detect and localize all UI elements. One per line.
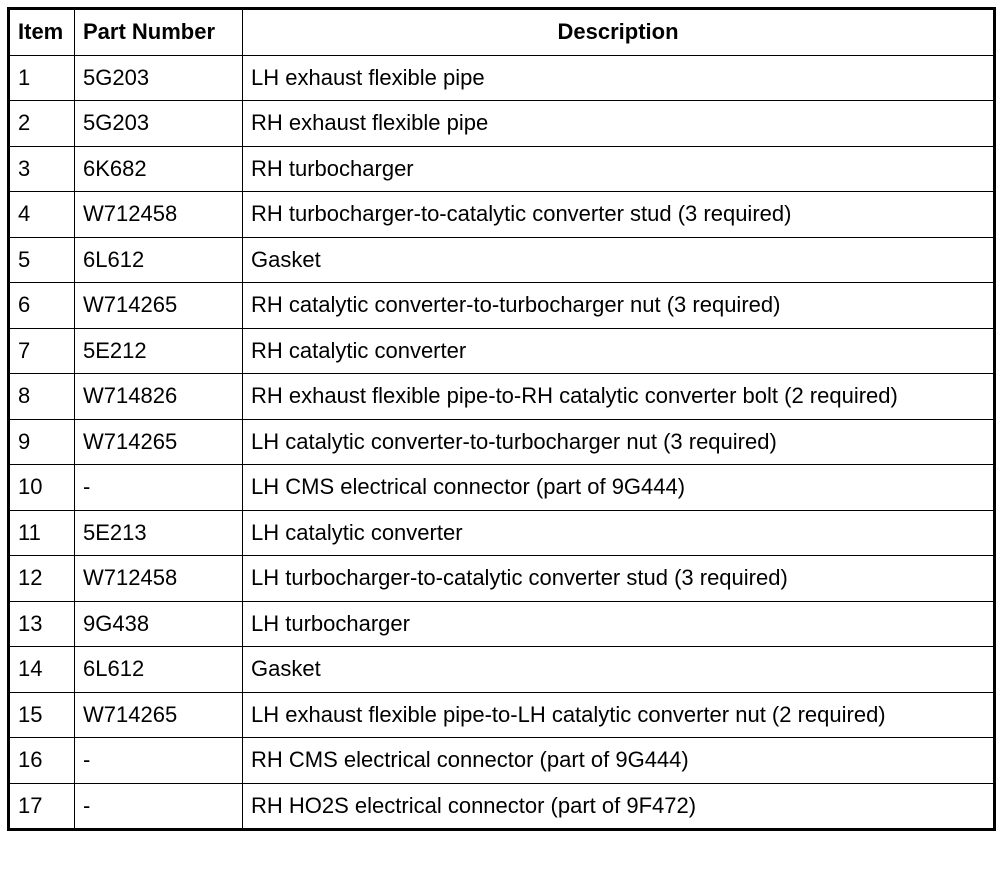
cell-part-number: - xyxy=(74,782,243,830)
cell-part-number: 5G203 xyxy=(74,54,243,101)
cell-item: 8 xyxy=(8,373,75,420)
cell-item: 6 xyxy=(8,282,75,329)
cell-description: LH exhaust flexible pipe xyxy=(242,54,995,101)
cell-item: 3 xyxy=(8,145,75,192)
cell-part-number: 6K682 xyxy=(74,145,243,192)
cell-description: RH exhaust flexible pipe xyxy=(242,100,995,147)
cell-item: 7 xyxy=(8,327,75,374)
cell-description: RH turbocharger xyxy=(242,145,995,192)
cell-part-number: W714265 xyxy=(74,418,243,465)
cell-description: LH turbocharger-to-catalytic converter s… xyxy=(242,555,995,602)
cell-part-number: 5G203 xyxy=(74,100,243,147)
cell-item: 10 xyxy=(8,464,75,511)
cell-description: LH catalytic converter xyxy=(242,509,995,556)
cell-description: RH CMS electrical connector (part of 9G4… xyxy=(242,737,995,784)
cell-description: RH catalytic converter xyxy=(242,327,995,374)
cell-description: LH turbocharger xyxy=(242,600,995,647)
cell-part-number: 5E213 xyxy=(74,509,243,556)
cell-part-number: 6L612 xyxy=(74,236,243,283)
cell-description: LH exhaust flexible pipe-to-LH catalytic… xyxy=(242,691,995,738)
cell-item: 14 xyxy=(8,646,75,693)
cell-description: RH turbocharger-to-catalytic converter s… xyxy=(242,191,995,238)
cell-part-number: W712458 xyxy=(74,191,243,238)
cell-item: 4 xyxy=(8,191,75,238)
cell-description: LH CMS electrical connector (part of 9G4… xyxy=(242,464,995,511)
table-row: 10-LH CMS electrical connector (part of … xyxy=(8,464,995,511)
cell-part-number: - xyxy=(74,737,243,784)
table-header: Item Part Number Description xyxy=(8,8,995,56)
table-row: 16-RH CMS electrical connector (part of … xyxy=(8,737,995,784)
cell-item: 1 xyxy=(8,54,75,101)
cell-item: 12 xyxy=(8,555,75,602)
header-part-number: Part Number xyxy=(74,8,243,56)
cell-description: Gasket xyxy=(242,236,995,283)
cell-part-number: 5E212 xyxy=(74,327,243,374)
cell-description: LH catalytic converter-to-turbocharger n… xyxy=(242,418,995,465)
cell-part-number: W714265 xyxy=(74,691,243,738)
cell-description: RH catalytic converter-to-turbocharger n… xyxy=(242,282,995,329)
cell-item: 5 xyxy=(8,236,75,283)
header-row: Item Part Number Description xyxy=(8,8,995,56)
cell-description: RH HO2S electrical connector (part of 9F… xyxy=(242,782,995,830)
cell-item: 15 xyxy=(8,691,75,738)
cell-part-number: W714265 xyxy=(74,282,243,329)
header-description: Description xyxy=(242,8,995,56)
cell-item: 17 xyxy=(8,782,75,830)
cell-item: 13 xyxy=(8,600,75,647)
cell-item: 9 xyxy=(8,418,75,465)
cell-part-number: 9G438 xyxy=(74,600,243,647)
cell-description: RH exhaust flexible pipe-to-RH catalytic… xyxy=(242,373,995,420)
cell-description: Gasket xyxy=(242,646,995,693)
table-row: 17-RH HO2S electrical connector (part of… xyxy=(8,782,995,830)
cell-part-number: 6L612 xyxy=(74,646,243,693)
cell-part-number: - xyxy=(74,464,243,511)
cell-item: 16 xyxy=(8,737,75,784)
cell-item: 2 xyxy=(8,100,75,147)
cell-part-number: W712458 xyxy=(74,555,243,602)
cell-part-number: W714826 xyxy=(74,373,243,420)
header-item: Item xyxy=(8,8,75,56)
cell-item: 11 xyxy=(8,509,75,556)
